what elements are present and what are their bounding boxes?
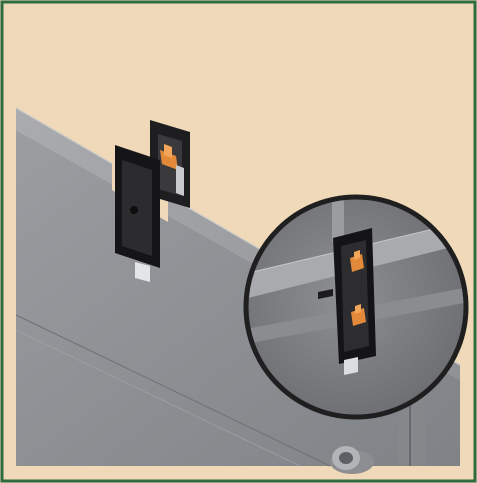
detail-callout: [243, 194, 469, 420]
bracket-clip-icon: [115, 120, 190, 282]
support-post: [398, 390, 425, 466]
cylindrical-knob-icon: [330, 446, 374, 474]
panel-seam: [15, 314, 331, 467]
bracket-clip-detail-icon: [318, 228, 376, 375]
panel-seam-highlight: [15, 329, 301, 467]
